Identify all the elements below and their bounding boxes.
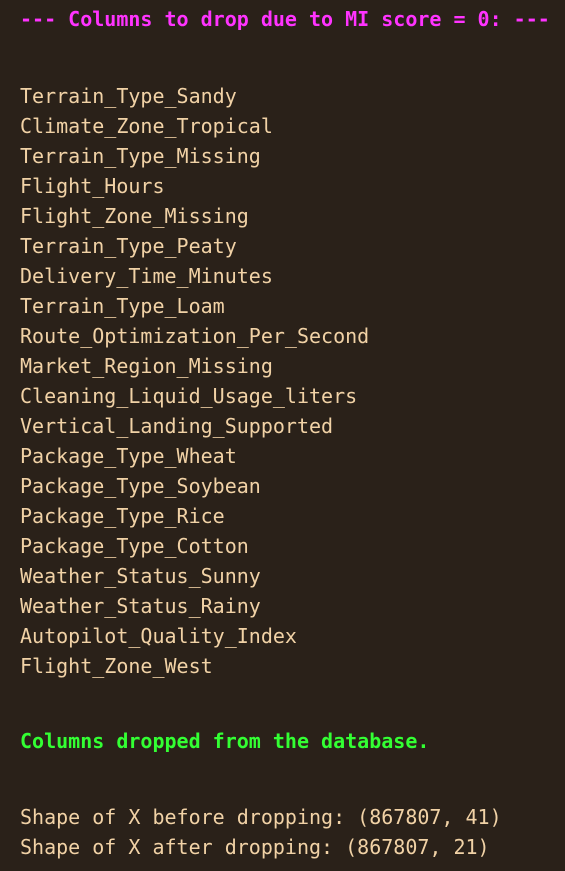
column-name: Vertical_Landing_Supported [20, 414, 334, 438]
column-name: Terrain_Type_Missing [20, 144, 261, 168]
column-name: Flight_Hours [20, 174, 165, 198]
column-name: Delivery_Time_Minutes [20, 264, 273, 288]
column-name: Terrain_Type_Sandy [20, 84, 237, 108]
column-name: Cleaning_Liquid_Usage_liters [20, 384, 358, 408]
column-name: Flight_Zone_West [20, 654, 213, 678]
column-name: Route_Optimization_Per_Second [20, 324, 370, 348]
column-name: Package_Type_Rice [20, 504, 225, 528]
column-name: Terrain_Type_Loam [20, 294, 225, 318]
column-name: Terrain_Type_Peaty [20, 234, 237, 258]
column-name: Weather_Status_Sunny [20, 564, 261, 588]
column-name: Package_Type_Soybean [20, 474, 261, 498]
column-name: Package_Type_Wheat [20, 444, 237, 468]
columns-to-drop-list: Terrain_Type_Sandy Climate_Zone_Tropical… [20, 81, 369, 681]
column-name: Package_Type_Cotton [20, 534, 249, 558]
column-name: Market_Region_Missing [20, 354, 273, 378]
columns-dropped-message: Columns dropped from the database. [20, 729, 430, 753]
column-name: Weather_Status_Rainy [20, 594, 261, 618]
column-name: Climate_Zone_Tropical [20, 114, 273, 138]
shape-after-text: Shape of X after dropping: (867807, 21) [20, 835, 490, 859]
column-name: Flight_Zone_Missing [20, 204, 249, 228]
mi-score-header: --- Columns to drop due to MI score = 0:… [20, 7, 550, 31]
shape-before-text: Shape of X before dropping: (867807, 41) [20, 805, 502, 829]
column-name: Autopilot_Quality_Index [20, 624, 297, 648]
